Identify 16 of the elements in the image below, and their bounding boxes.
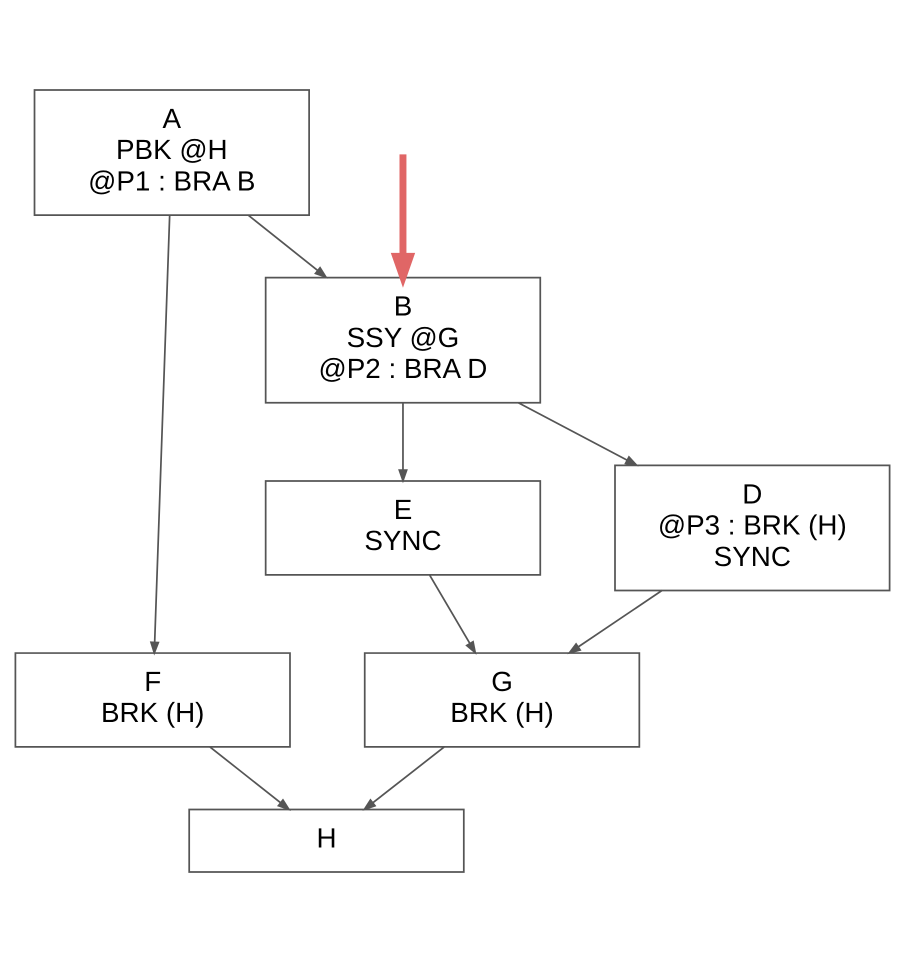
arrow	[210, 746, 291, 810]
node-box: A PBK @H @P1 : BRA B	[34, 88, 310, 216]
arrow	[429, 574, 477, 654]
arrow	[362, 746, 445, 810]
node-box: G BRK (H)	[364, 652, 640, 748]
arrow	[390, 154, 416, 288]
arrow	[398, 402, 408, 483]
arrow	[567, 589, 662, 654]
arrow	[518, 402, 639, 466]
node-box: F BRK (H)	[14, 652, 291, 748]
node-box: E SYNC	[264, 480, 542, 576]
node-box: H	[188, 808, 465, 872]
node-box: D @P3 : BRK (H) SYNC	[614, 464, 890, 591]
arrow	[150, 215, 171, 655]
arrow	[248, 214, 328, 278]
node-box: B SSY @G @P2 : BRA D	[264, 276, 542, 404]
